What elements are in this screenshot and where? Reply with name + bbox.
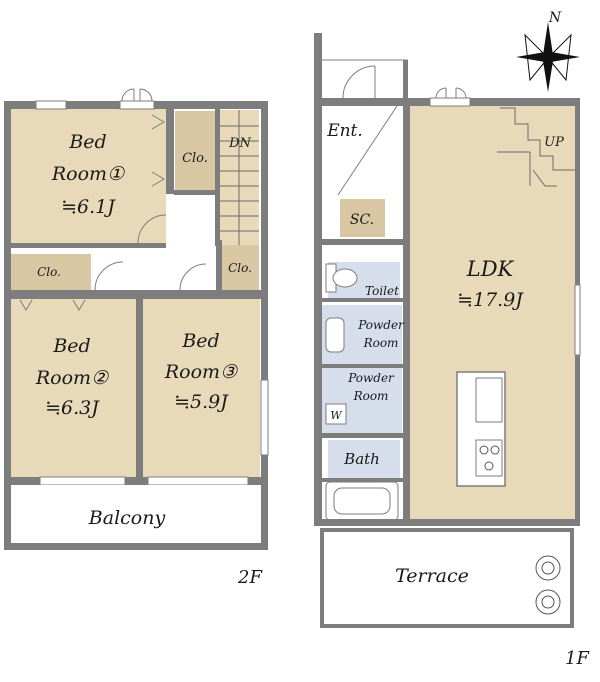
bedroom-1-size: ≒6.1J <box>61 196 116 218</box>
terrace-label: Terrace <box>395 565 469 587</box>
bedroom-2 <box>11 299 136 477</box>
floor-1f <box>314 33 581 628</box>
doors-2f <box>19 88 207 311</box>
bedroom-2-label: Bed <box>52 335 90 357</box>
storage-label: SC. <box>350 212 374 228</box>
floor-2f-label: 2F <box>237 567 263 588</box>
bedroom-1-label: Bed <box>68 131 106 153</box>
stairs-2f-label: DN <box>228 136 251 151</box>
bedroom-3-size: ≒5.9J <box>174 391 229 413</box>
stove-burners-icon <box>479 445 500 471</box>
bath-label: Bath <box>343 450 380 468</box>
compass-rose-icon <box>516 22 580 92</box>
powder-room-1-label-2: Room <box>363 336 399 350</box>
compass-north-label: N <box>548 10 562 26</box>
powder-room-1-label: Powder <box>357 318 405 332</box>
labels: Bed Room① ≒6.1J Bed Room② ≒6.3J Bed Room… <box>35 10 591 669</box>
vanity-sink-icon <box>325 317 345 353</box>
powder-room-2-label-2: Room <box>353 389 389 403</box>
ldk-size: ≒17.9J <box>457 289 524 311</box>
closet-2f-c <box>221 244 259 290</box>
sink-icon <box>475 377 503 423</box>
closet-2f-a-label: Clo. <box>182 151 208 166</box>
porch-outline <box>322 59 408 99</box>
entrance-step-line <box>337 105 398 196</box>
balcony-label: Balcony <box>88 507 166 529</box>
toilet-label: Toilet <box>365 284 399 298</box>
terrace <box>320 528 574 628</box>
bedroom-1 <box>11 109 166 243</box>
stove-icon <box>475 439 503 477</box>
closet-2f-c-label: Clo. <box>228 261 252 275</box>
bedroom-1-label-2: Room① <box>51 163 125 185</box>
bedroom-3-label: Bed <box>181 330 219 352</box>
windows-1f <box>429 97 581 356</box>
powder-room-2-label: Powder <box>347 371 395 385</box>
shrub-icon <box>535 555 561 615</box>
stairs-1f-label: UP <box>544 135 564 150</box>
doors-1f <box>435 87 467 99</box>
ldk-label: LDK <box>466 257 515 281</box>
bedroom-3-label-2: Room③ <box>164 361 238 383</box>
bedroom-2-label-2: Room② <box>35 367 109 389</box>
washer-box-icon <box>325 403 347 425</box>
closet-2f-b-label: Clo. <box>37 265 61 279</box>
washer-label: W <box>330 409 343 422</box>
entrance-label: Ent. <box>326 121 363 141</box>
floor-2f <box>4 88 269 550</box>
stairs-2f-steps <box>219 110 259 245</box>
floor-1f-label: 1F <box>565 648 590 669</box>
stairs-1f-steps <box>497 107 575 187</box>
bedroom-2-size: ≒6.3J <box>45 397 100 419</box>
closet-2f-a <box>175 111 215 190</box>
closet-2f-b <box>11 254 91 290</box>
balcony <box>11 485 261 543</box>
toilet-bowl-icon <box>332 268 358 288</box>
bedroom-3 <box>143 299 260 477</box>
bath-room <box>328 440 400 478</box>
storage-closet <box>340 199 385 237</box>
